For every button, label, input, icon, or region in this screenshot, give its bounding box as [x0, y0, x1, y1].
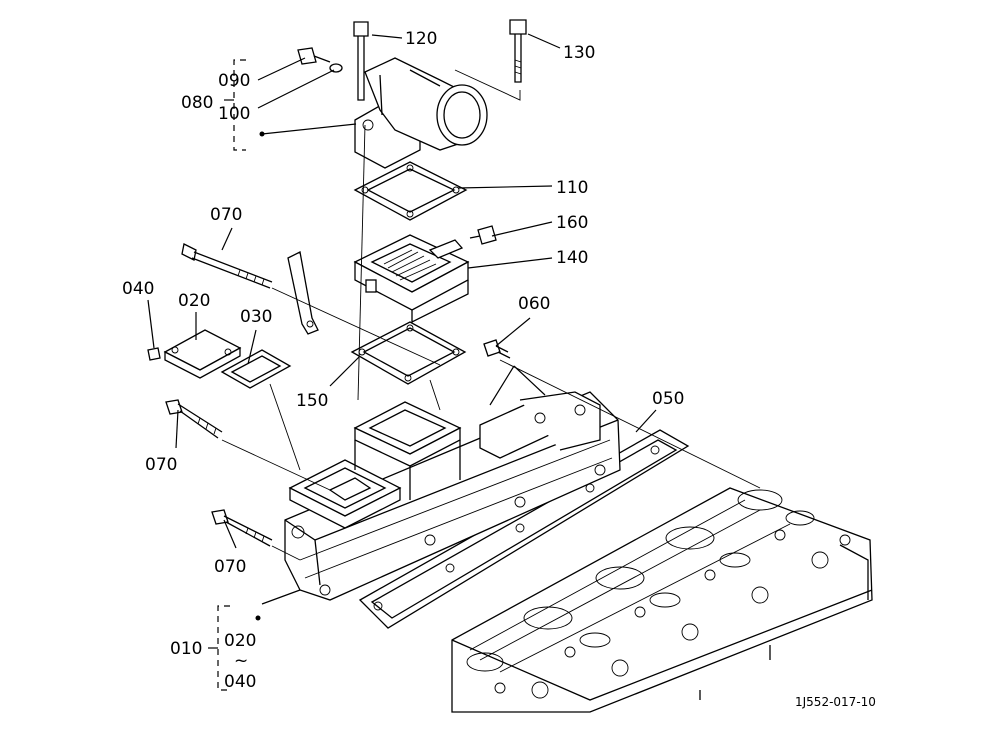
bolt-070-lower [211, 509, 273, 547]
cylinder-head [451, 487, 873, 713]
bolt-130 [509, 19, 527, 83]
gasket-030 [220, 349, 292, 389]
label-070-upper: 070 [210, 205, 242, 225]
label-range-separator: ~ [234, 651, 248, 671]
label-060: 060 [518, 294, 550, 314]
label-150: 150 [296, 391, 328, 411]
label-070-middle: 070 [145, 455, 177, 475]
label-070-lower: 070 [214, 557, 246, 577]
label-050: 050 [652, 389, 684, 409]
bracket-080 [224, 59, 265, 151]
label-020: 020 [178, 291, 210, 311]
label-130: 130 [563, 43, 595, 63]
label-040-range-end: 040 [224, 672, 256, 692]
cover-020 [163, 329, 242, 379]
bolt-070-middle [165, 399, 223, 439]
bolt-120 [353, 21, 369, 101]
label-010: 010 [170, 639, 202, 659]
label-100: 100 [218, 104, 250, 124]
drawing-code: 1J552-017-10 [795, 695, 876, 709]
intake-heater-140 [353, 234, 470, 324]
leader-lines [147, 33, 761, 605]
intake-elbow-080 [354, 57, 488, 169]
gasket-110 [353, 161, 468, 221]
label-020-range-start: 020 [224, 631, 256, 651]
bolt-060 [483, 339, 511, 359]
label-140: 140 [556, 248, 588, 268]
plug-160 [469, 225, 497, 245]
bolt-070-upper [181, 243, 273, 289]
label-040: 040 [122, 279, 154, 299]
label-080: 080 [181, 93, 213, 113]
intake-manifold-010 [284, 391, 621, 601]
label-120: 120 [405, 29, 437, 49]
label-160: 160 [556, 213, 588, 233]
label-030: 030 [240, 307, 272, 327]
bracket-010 [208, 605, 261, 691]
label-110: 110 [556, 178, 588, 198]
gasket-150 [350, 321, 467, 385]
fitting-090 [297, 47, 331, 65]
screw-040 [147, 347, 161, 361]
label-090: 090 [218, 71, 250, 91]
stay-bracket [287, 251, 319, 335]
